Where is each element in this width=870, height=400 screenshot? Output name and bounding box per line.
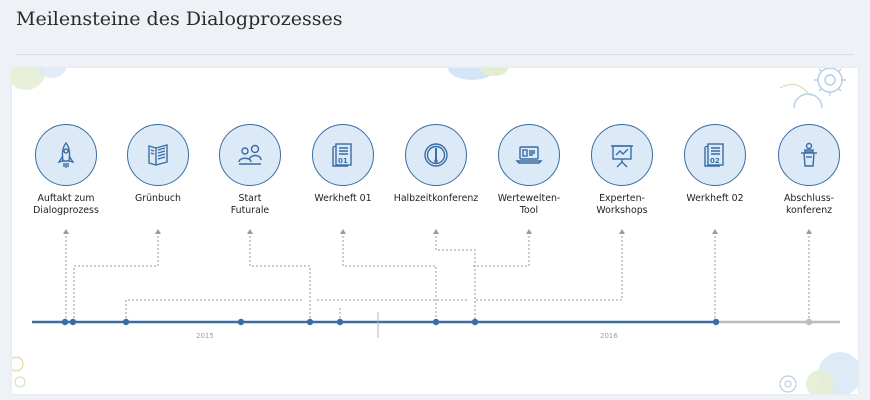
- milestone-circle: [405, 124, 467, 186]
- connector-wertewelten: [472, 236, 530, 267]
- connector-halbzeit: [435, 236, 476, 322]
- laptop-icon: [515, 146, 543, 164]
- timeline-dot: [237, 318, 245, 326]
- svg-text:01: 01: [338, 157, 348, 165]
- arrowhead: [340, 229, 346, 234]
- timeline-dots: [61, 318, 720, 326]
- connector-experten: [475, 236, 623, 301]
- timeline-dot: [69, 318, 77, 326]
- connector-bracket-2015: [125, 299, 302, 322]
- milestone-label: Halbzeitkonferenz: [393, 193, 479, 204]
- booklet-01-icon: 01: [332, 143, 352, 167]
- milestone-auftakt: Auftakt zum Dialogprozess: [18, 124, 114, 217]
- milestone-label: Start Futurale: [230, 193, 270, 216]
- milestone-circle: [35, 124, 97, 186]
- decorative-bubbles-top-left: [12, 68, 67, 90]
- audience-icon: [238, 144, 262, 165]
- milestone-futurale: Start Futurale: [202, 124, 298, 217]
- year-label-2016: 2016: [600, 332, 618, 340]
- timeline-dot: [471, 318, 479, 326]
- rocket-icon: [57, 141, 75, 168]
- year-label-2015: 2015: [196, 332, 214, 340]
- milestone-circle: [778, 124, 840, 186]
- lectern-icon: [801, 142, 817, 167]
- milestone-circle: [127, 124, 189, 186]
- timeline-dot-future: [805, 318, 813, 326]
- decorative-gears-bottom-left: [12, 356, 26, 388]
- svg-text:02: 02: [710, 157, 720, 165]
- timeline-dot: [432, 318, 440, 326]
- connector-werkheft01: [342, 236, 437, 322]
- milestone-werkheft01: 01 Werkheft 01: [295, 124, 391, 205]
- gear-icon: [779, 68, 846, 109]
- compass-icon: [424, 143, 448, 167]
- arrowhead: [619, 229, 625, 234]
- milestone-abschluss: Abschluss- konferenz: [761, 124, 857, 217]
- milestone-circle: [591, 124, 653, 186]
- timeline-card: Auftakt zum Dialogprozess Grünbuch Start…: [12, 68, 858, 394]
- milestone-label: Werkheft 01: [314, 193, 372, 204]
- milestone-circle: 01: [312, 124, 374, 186]
- timeline-dot: [122, 318, 130, 326]
- arrowhead: [806, 229, 812, 234]
- milestone-circle: 02: [684, 124, 746, 186]
- arrowhead: [433, 229, 439, 234]
- arrowhead: [712, 229, 718, 234]
- connector-arrowheads: [63, 229, 812, 234]
- milestone-label: Wertewelten- Tool: [497, 193, 561, 216]
- booklet-02-icon: 02: [704, 143, 724, 167]
- milestone-halbzeit: Halbzeitkonferenz: [388, 124, 484, 205]
- timeline-dot: [61, 318, 69, 326]
- timeline-dot: [306, 318, 314, 326]
- title-divider: [16, 54, 854, 55]
- arrowhead: [247, 229, 253, 234]
- timeline-chart: 2015 2016: [32, 229, 840, 340]
- milestone-gruenbuch: Grünbuch: [110, 124, 206, 205]
- connector-futurale: [249, 236, 311, 322]
- milestone-werkheft02: 02 Werkheft 02: [667, 124, 763, 205]
- milestone-label: Grünbuch: [135, 193, 181, 204]
- milestone-wertewelten: Wertewelten- Tool: [481, 124, 577, 217]
- milestone-experten: Experten- Workshops: [574, 124, 670, 217]
- milestone-circle: [219, 124, 281, 186]
- arrowhead: [63, 229, 69, 234]
- book-icon: [148, 144, 168, 166]
- milestone-label: Auftakt zum Dialogprozess: [33, 193, 99, 216]
- milestone-label: Experten- Workshops: [596, 193, 648, 216]
- timeline-dot: [712, 318, 720, 326]
- arrowhead: [526, 229, 532, 234]
- connector-gruenbuch: [73, 236, 159, 322]
- presentation-board-icon: [611, 145, 633, 168]
- timeline-dot: [336, 318, 344, 326]
- decorative-bubbles-bottom-right: [779, 352, 858, 394]
- milestone-label: Abschluss- konferenz: [783, 193, 835, 216]
- decorative-bubbles-top-center: [448, 68, 508, 80]
- milestone-label: Werkheft 02: [686, 193, 744, 204]
- milestone-circle: [498, 124, 560, 186]
- arrowhead: [155, 229, 161, 234]
- page-title: Meilensteine des Dialogprozesses: [16, 8, 343, 30]
